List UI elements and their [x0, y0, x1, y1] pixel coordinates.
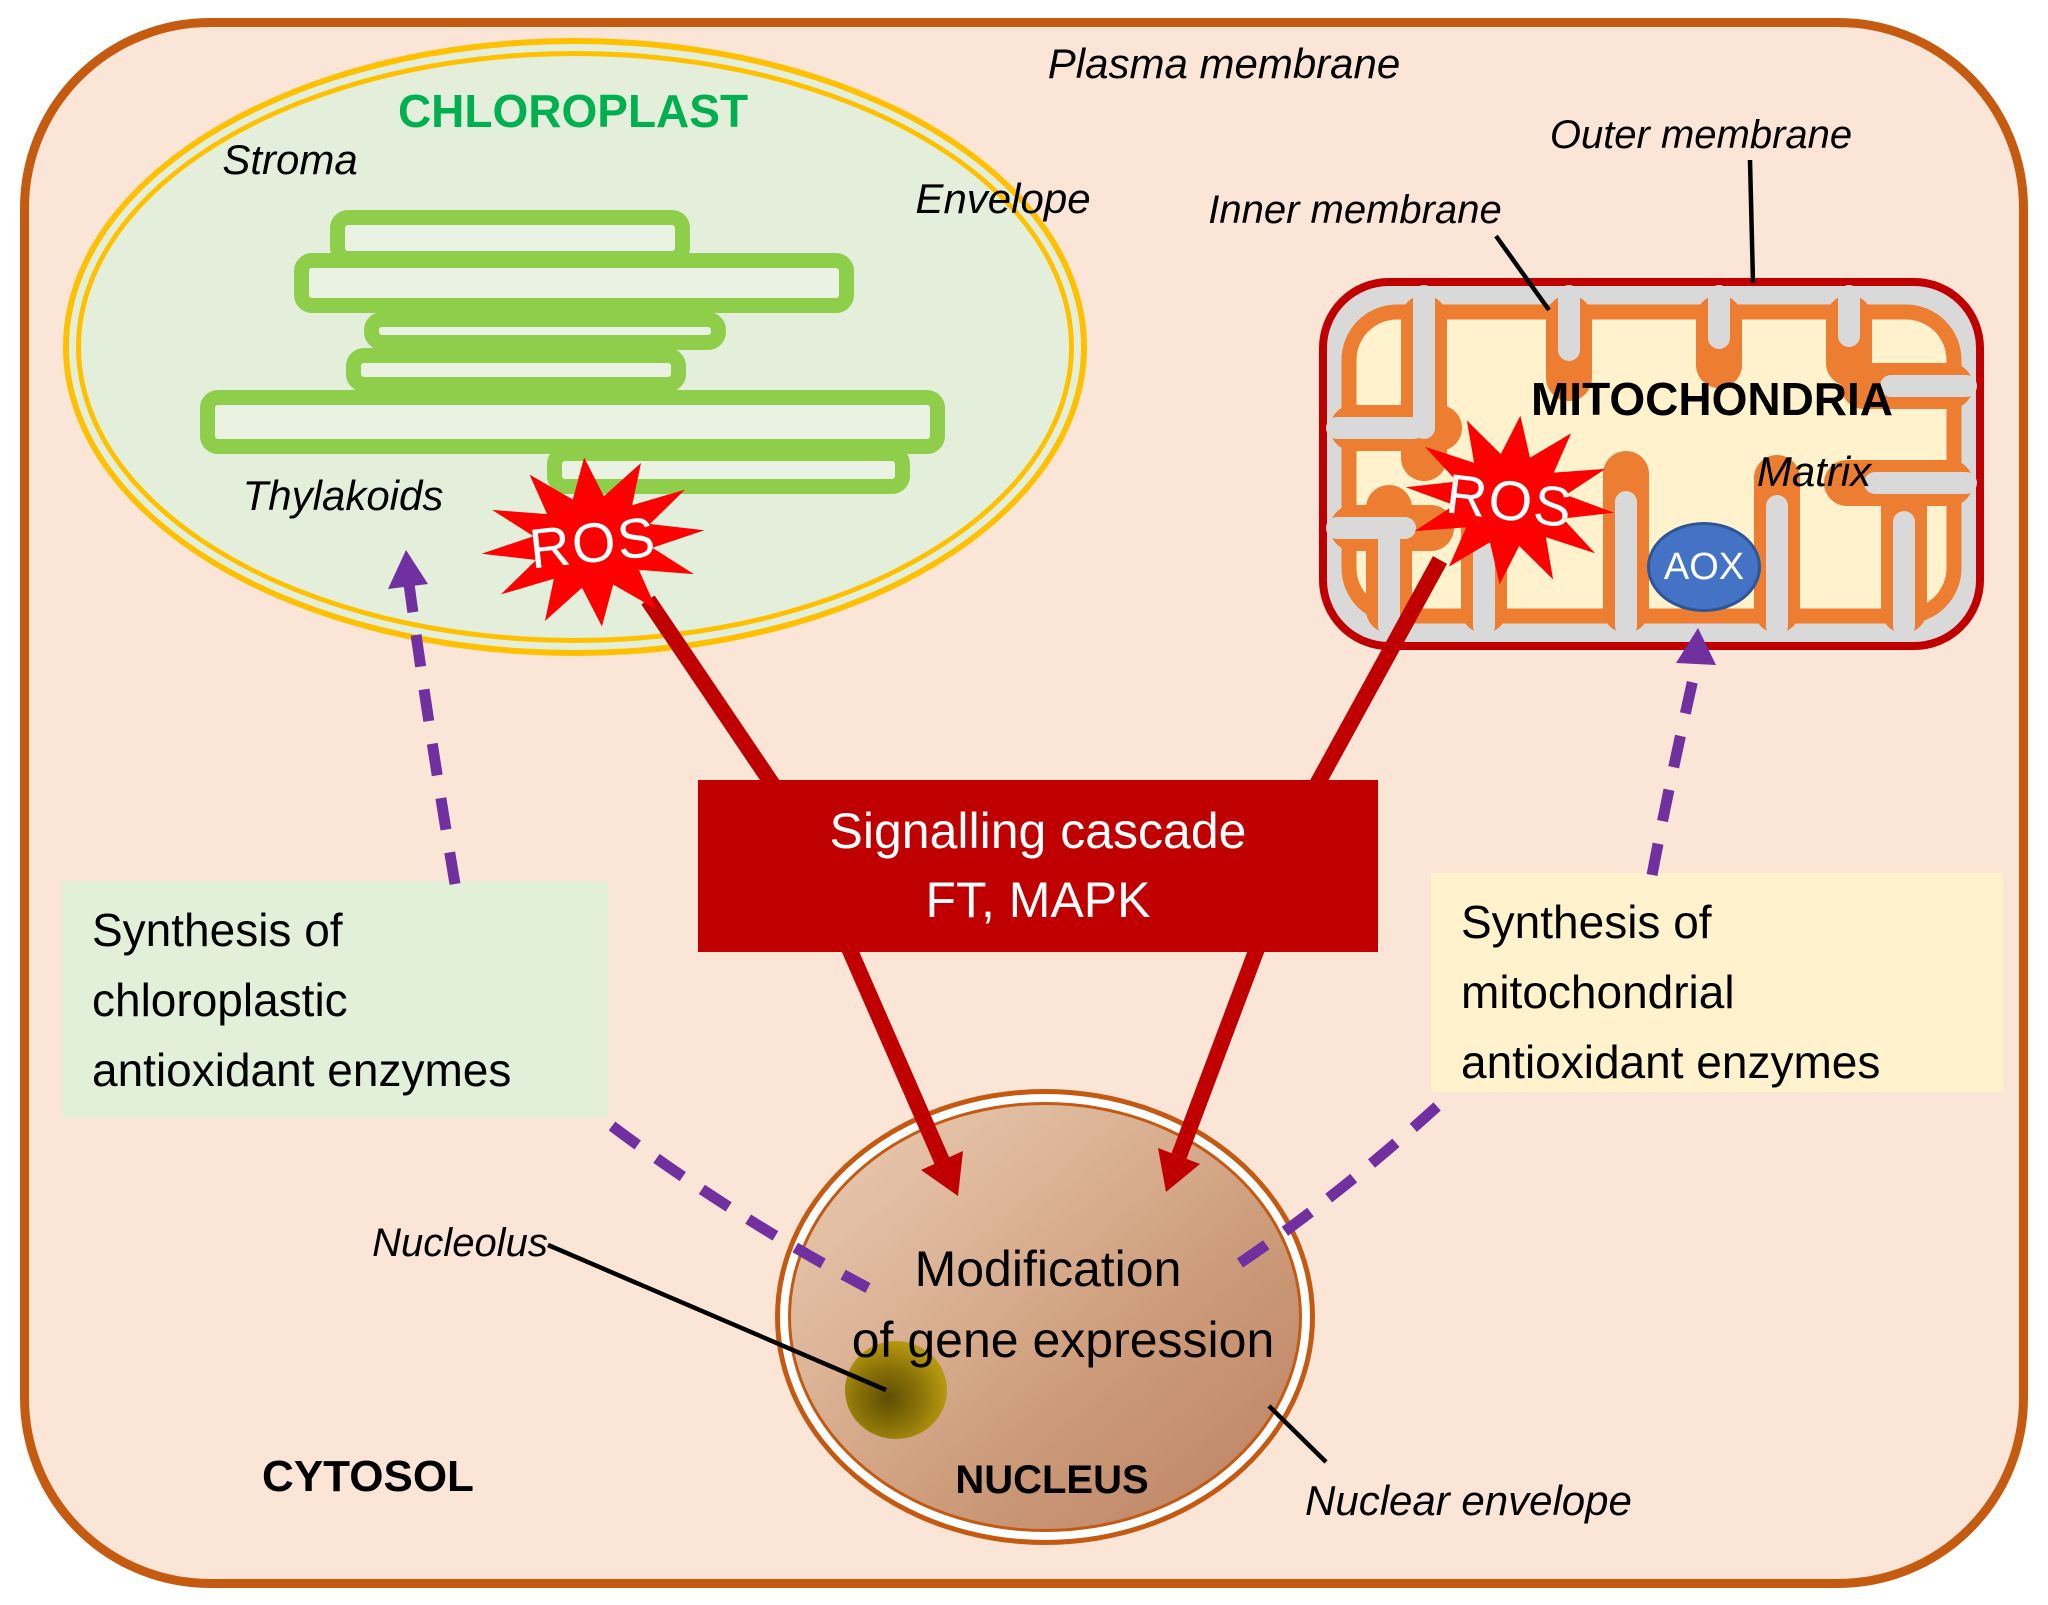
inner-membrane-label: Inner membrane [1208, 188, 1502, 232]
cytosol-label: CYTOSOL [262, 1452, 474, 1501]
plasma-membrane-label: Plasma membrane [1047, 40, 1401, 87]
nuclear-envelope-pointer-line [1267, 1404, 1328, 1464]
gene-expression-line1: Modification [914, 1241, 1182, 1297]
chloroplastic-synthesis-box: Synthesis of chloroplastic antioxidant e… [62, 881, 608, 1118]
cascade-to-nucleus-arrow-left [840, 942, 950, 1165]
mito-synthesis-line2: mitochondrial [1461, 966, 1735, 1018]
red-arrowhead-icon [921, 1151, 963, 1196]
red-arrowhead-icon [1158, 1148, 1200, 1192]
nucleus-to-yellowbox-dashed-line [1236, 1097, 1446, 1268]
cascade-to-nucleus-arrow-right [1171, 943, 1266, 1159]
nucleus-title: NUCLEUS [955, 1458, 1149, 1502]
chloro-synthesis-line3: antioxidant enzymes [92, 1044, 512, 1096]
nuclear-envelope-label: Nuclear envelope [1305, 1477, 1632, 1524]
outer-membrane-pointer-line [1747, 159, 1756, 284]
stroma-label: Stroma [222, 136, 358, 183]
mitochondrial-synthesis-box: Synthesis of mitochondrial antioxidant e… [1431, 873, 2003, 1092]
aox-label: AOX [1663, 545, 1745, 588]
chloro-synthesis-line2: chloroplastic [92, 974, 348, 1026]
ros-to-cascade-line-chloroplast [641, 595, 782, 793]
ros-label: ROS [526, 504, 660, 580]
thylakoid-bar [364, 312, 726, 350]
signalling-line1: Signalling cascade [829, 803, 1247, 859]
purple-arrowhead-icon [1676, 628, 1716, 665]
inner-membrane-pointer-line [1494, 234, 1551, 312]
matrix-label: Matrix [1756, 448, 1872, 495]
signalling-line2: FT, MAPK [925, 872, 1151, 928]
ros-to-cascade-line-mitochondria [1307, 556, 1448, 792]
nucleus-to-greenbox-dashed-line [608, 1121, 871, 1293]
nucleolus-body [845, 1341, 947, 1439]
synthesis-to-aox-dashed-arrow [1646, 664, 1702, 877]
gene-expression-line2: of gene expression [851, 1312, 1275, 1368]
thylakoid-bar [294, 253, 854, 313]
chloroplast-title: CHLOROPLAST [397, 85, 749, 137]
nucleolus-label: Nucleolus [372, 1221, 548, 1265]
nucleus-body [788, 1102, 1302, 1532]
chloro-synthesis-line1: Synthesis of [92, 904, 343, 956]
outer-membrane-label: Outer membrane [1549, 113, 1853, 157]
mito-intermembrane-space [1326, 285, 1977, 637]
purple-arrowhead-icon [388, 550, 428, 589]
chloroplast-envelope-inner-line [76, 51, 1074, 643]
mito-synthesis-line3: antioxidant enzymes [1461, 1036, 1881, 1088]
thylakoid-bar [547, 446, 910, 494]
envelope-label: Envelope [915, 175, 1091, 222]
thylakoids-label: Thylakoids [242, 472, 444, 519]
thylakoid-bar [346, 348, 686, 392]
mitochondria-title: MITOCHONDRIA [1530, 373, 1894, 425]
synthesis-to-thylakoid-dashed-arrow [403, 583, 461, 885]
mito-synthesis-line1: Synthesis of [1461, 896, 1712, 948]
signalling-cascade-box: Signalling cascade FT, MAPK [698, 780, 1378, 952]
nucleolus-pointer-line [547, 1242, 887, 1393]
aox-enzyme-badge: AOX [1647, 522, 1761, 612]
